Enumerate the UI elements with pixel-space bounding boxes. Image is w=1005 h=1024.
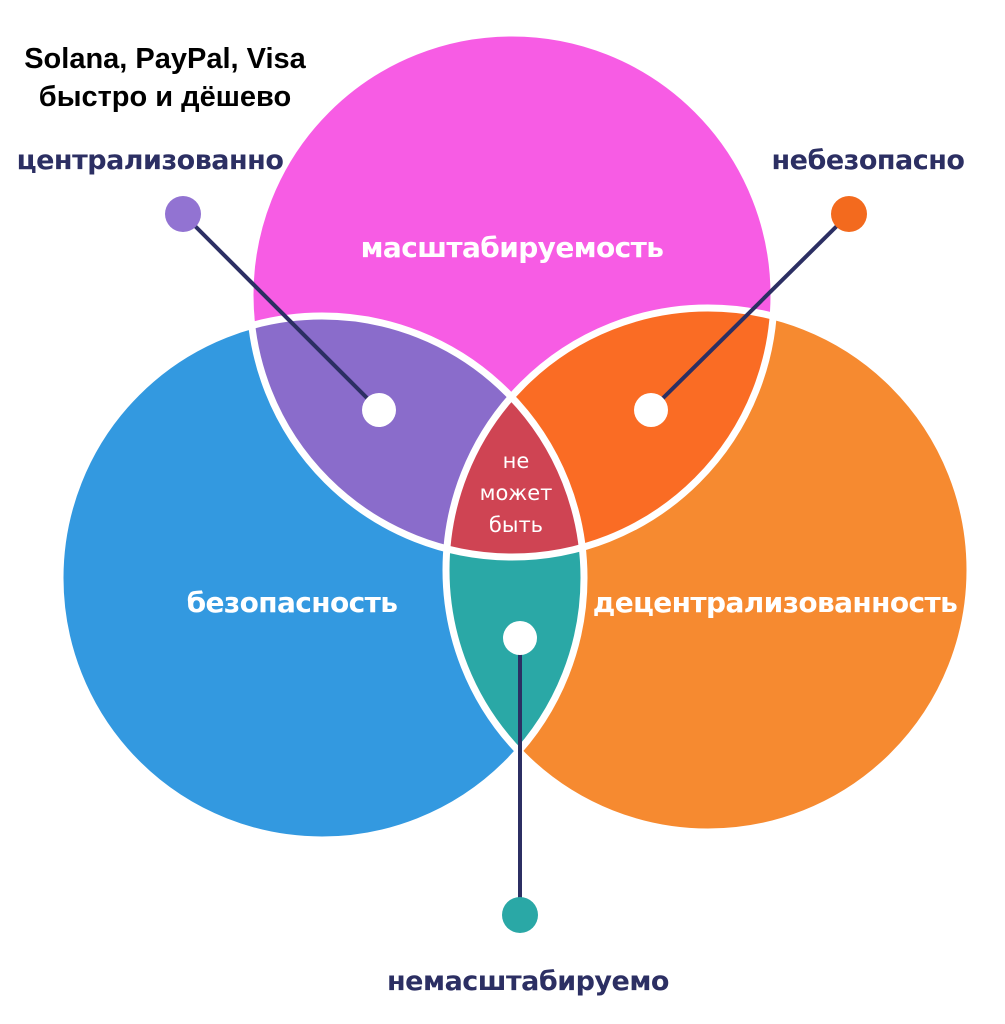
- intersection-centralized: [250, 316, 584, 557]
- marker-dot-centralized: [165, 196, 201, 232]
- note-line-2: быстро и дёшево: [39, 81, 291, 113]
- center-label-line-2: может: [480, 481, 553, 505]
- outline-right: [442, 304, 974, 836]
- connector-line-top-right: [649, 212, 851, 412]
- center-label-line-3: быть: [489, 513, 543, 537]
- intersection-insecure: [446, 308, 774, 557]
- label-security: безопасность: [187, 586, 398, 619]
- label-centralized: централизованно: [17, 145, 284, 176]
- outline-top: [246, 29, 778, 561]
- anchor-dot-top-left: [362, 393, 396, 427]
- marker-dot-insecure: [831, 196, 867, 232]
- connector-line-top-left: [181, 212, 381, 412]
- label-scalability: масштабируемость: [361, 231, 664, 264]
- outline-left: [56, 312, 588, 844]
- anchor-dot-bottom: [503, 621, 537, 655]
- label-decentralization: децентрализованность: [593, 586, 958, 619]
- note-line-1: Solana, PayPal, Visa: [24, 43, 306, 75]
- label-insecure: небезопасно: [772, 145, 965, 176]
- label-unscalable: немасштабируемо: [387, 966, 669, 997]
- marker-dot-unscalable: [502, 897, 538, 933]
- anchor-dot-top-right: [634, 393, 668, 427]
- center-label-line-1: не: [503, 449, 530, 473]
